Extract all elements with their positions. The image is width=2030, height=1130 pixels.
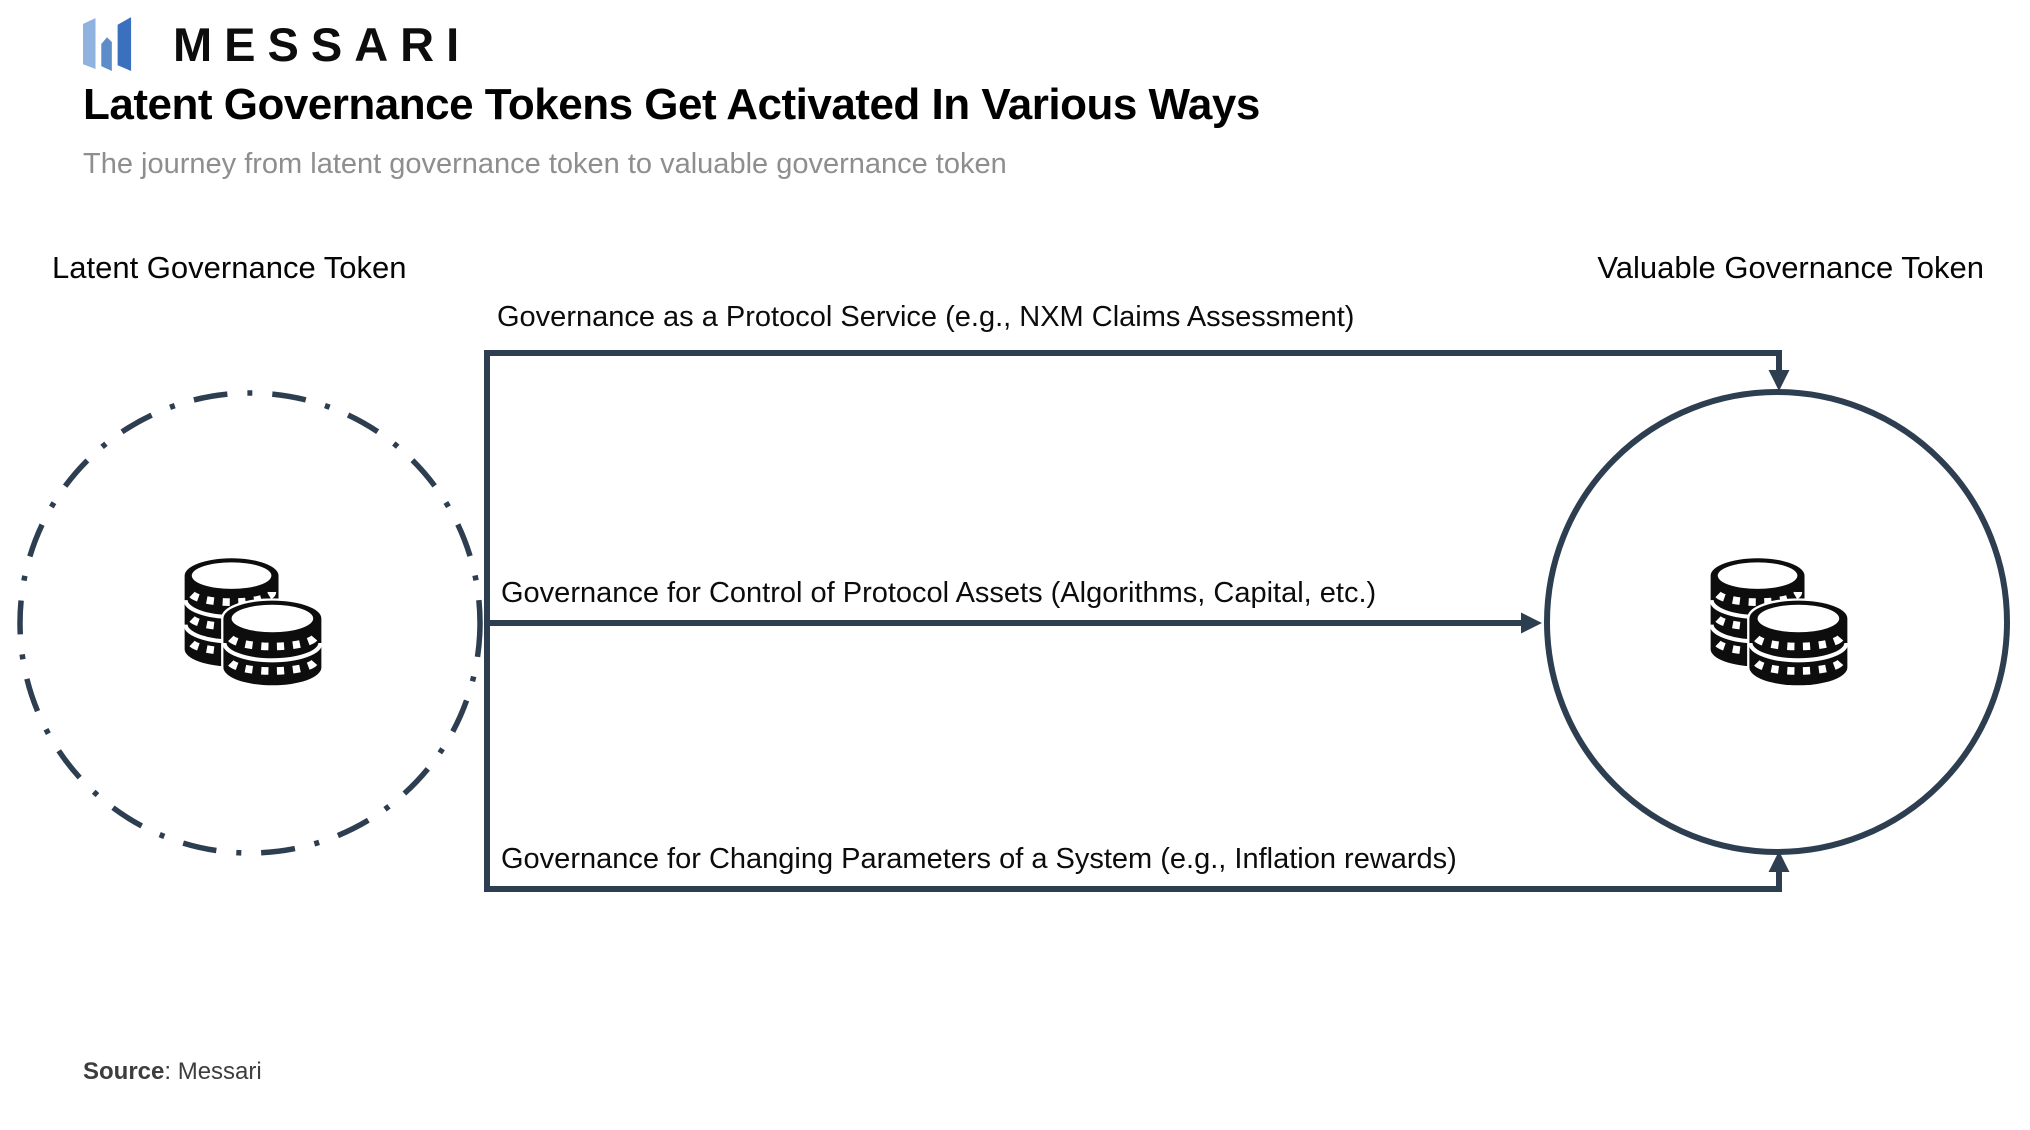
source-line: Source: Messari	[83, 1058, 262, 1086]
page-title: Latent Governance Tokens Get Activated I…	[83, 80, 1260, 129]
source-label: Source	[83, 1058, 165, 1085]
latent-token-circle	[17, 390, 483, 856]
latent-node-label: Latent Governance Token	[52, 250, 407, 285]
messari-logo: MESSARI	[83, 16, 471, 74]
arrow-changing-parameters	[487, 851, 1790, 892]
arrow-label-changing-parameters: Governance for Changing Parameters of a …	[501, 843, 1457, 875]
page-subtitle: The journey from latent governance token…	[83, 148, 1007, 180]
coins-icon	[1711, 558, 1848, 685]
coins-icon	[185, 558, 322, 685]
messari-logo-icon	[83, 17, 132, 71]
arrow-protocol-service	[487, 350, 1790, 391]
messari-logo-text: MESSARI	[173, 18, 472, 71]
arrow-label-control-assets: Governance for Control of Protocol Asset…	[501, 577, 1377, 609]
valuable-node-label: Valuable Governance Token	[1597, 250, 1984, 285]
arrow-label-protocol-service: Governance as a Protocol Service (e.g., …	[497, 301, 1355, 333]
source-value: : Messari	[164, 1058, 262, 1085]
